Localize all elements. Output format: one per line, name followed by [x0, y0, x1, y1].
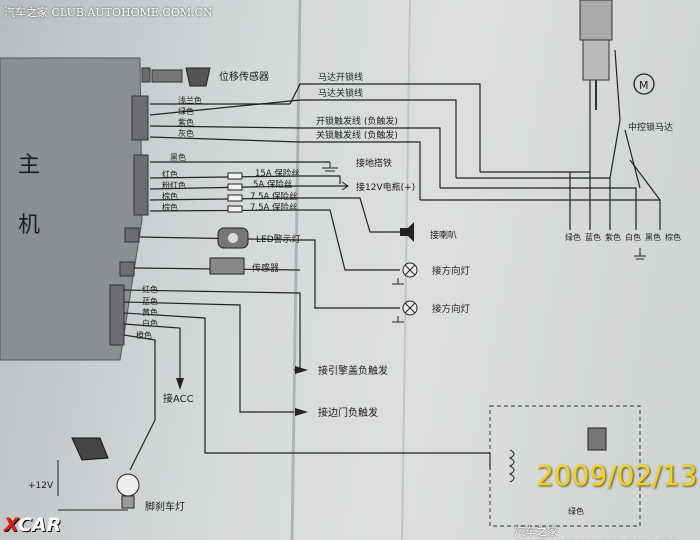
- arrow-icon: [295, 366, 308, 374]
- horn-icon: [400, 222, 414, 242]
- wire-b-orange-label: 橙色: [136, 330, 152, 340]
- wire-gray-label: 灰色: [178, 128, 194, 138]
- wire-brown-label-2: 棕色: [162, 202, 178, 212]
- wire-b-white-label: 白色: [142, 318, 158, 328]
- fuse-75a-label-1: 7.5A 保险丝: [250, 191, 298, 202]
- arrow-icon: [332, 181, 349, 191]
- battery-label: 接12V电瓶(+): [356, 181, 415, 193]
- wire-red-label: 红色: [162, 169, 178, 179]
- led-label: LED警示灯: [256, 233, 301, 245]
- turn-light-label-2: 接方向灯: [432, 303, 471, 315]
- wire-purple-label: 紫色: [178, 117, 194, 127]
- motion-sensor-icon: [151, 67, 211, 87]
- sensor-label: 传感器: [252, 262, 279, 274]
- acc-label: 接ACC: [163, 392, 194, 405]
- door-trigger-label: 接边门负触发: [318, 406, 378, 419]
- fuse-15a-label: 15A 保险丝: [255, 168, 300, 179]
- wire-b-blue-label: 蓝色: [142, 296, 158, 306]
- host-label-2: 机: [18, 213, 40, 238]
- central-lock-motor-label: 中控锁马达: [628, 121, 673, 133]
- unlock-trigger-label: 开锁触发线 (负触发): [316, 115, 398, 127]
- date-stamp: 2009/02/13: [536, 459, 698, 492]
- horn-label: 接喇叭: [430, 229, 457, 241]
- turn-light-label-1: 接方向灯: [432, 265, 471, 277]
- arrow-icon: [295, 408, 308, 416]
- fuse-icons: [227, 172, 243, 213]
- wire-pink-label: 粉红色: [162, 180, 186, 190]
- watermark-bottom: 汽车之家 CLUB.AUTOHOME.COM.CN: [514, 525, 675, 540]
- sensor-icon: [209, 257, 245, 275]
- plus12v-label: +12V: [28, 481, 54, 491]
- svg-text:绿色: 绿色: [565, 232, 581, 242]
- turn-light-icon: [392, 300, 418, 323]
- central-lock-actuator: [579, 0, 613, 110]
- svg-text:蓝色: 蓝色: [585, 232, 601, 242]
- coil-green-label: 绿色: [568, 506, 584, 516]
- ground-symbol: [322, 162, 338, 172]
- turn-light-icon: [392, 262, 418, 285]
- wire-black-label: 黑色: [170, 152, 186, 162]
- wire-b-yellow-label: 黄色: [142, 307, 158, 317]
- svg-text:紫色: 紫色: [605, 232, 621, 242]
- wire-b-red-label: 红色: [142, 284, 158, 294]
- fuse-5a-label: 5A 保险丝: [253, 179, 293, 190]
- svg-text:棕色: 棕色: [665, 232, 681, 242]
- lock-wires: [149, 40, 661, 230]
- switch-icon: [71, 437, 109, 461]
- xcar-logo: XCAR: [4, 514, 62, 536]
- host-label-1: 主: [18, 153, 40, 178]
- wire-light-blue-label: 浅兰色: [178, 95, 202, 105]
- fuse-75a-label-2: 7.5A 保险丝: [250, 202, 298, 213]
- motor-open-label: 马达开锁线: [318, 71, 363, 83]
- lock-trigger-label: 关锁触发线 (负触发): [316, 129, 398, 141]
- svg-text:黑色: 黑色: [645, 232, 661, 242]
- motor-icon: [633, 73, 655, 95]
- led-icon: [217, 227, 249, 249]
- arrow-icon: [176, 378, 184, 390]
- ground-icon: [634, 248, 646, 260]
- hood-trigger-label: 接引擎盖负触发: [318, 364, 388, 377]
- svg-text:白色: 白色: [625, 232, 641, 242]
- watermark-top: 汽车之家 CLUB.AUTOHOME.COM.CN: [4, 6, 213, 19]
- coil-icon: [508, 449, 515, 483]
- wire-brown-label-1: 棕色: [162, 191, 178, 201]
- relay-part: [587, 427, 607, 451]
- motion-sensor-label: 位移传感器: [219, 70, 269, 83]
- relay-box: [489, 405, 641, 527]
- motor-symbol: M: [639, 79, 649, 92]
- wire-green-label: 绿色: [178, 106, 194, 116]
- bulb-icon: [116, 473, 140, 509]
- ground-label: 接地搭铁: [356, 157, 392, 169]
- motor-close-label: 马达关锁线: [318, 87, 363, 99]
- door-light-label: 脚刹车灯: [145, 500, 185, 513]
- connectors: [109, 67, 151, 346]
- right-wire-colors: 绿色 蓝色 紫色 白色 黑色 棕色: [565, 232, 681, 242]
